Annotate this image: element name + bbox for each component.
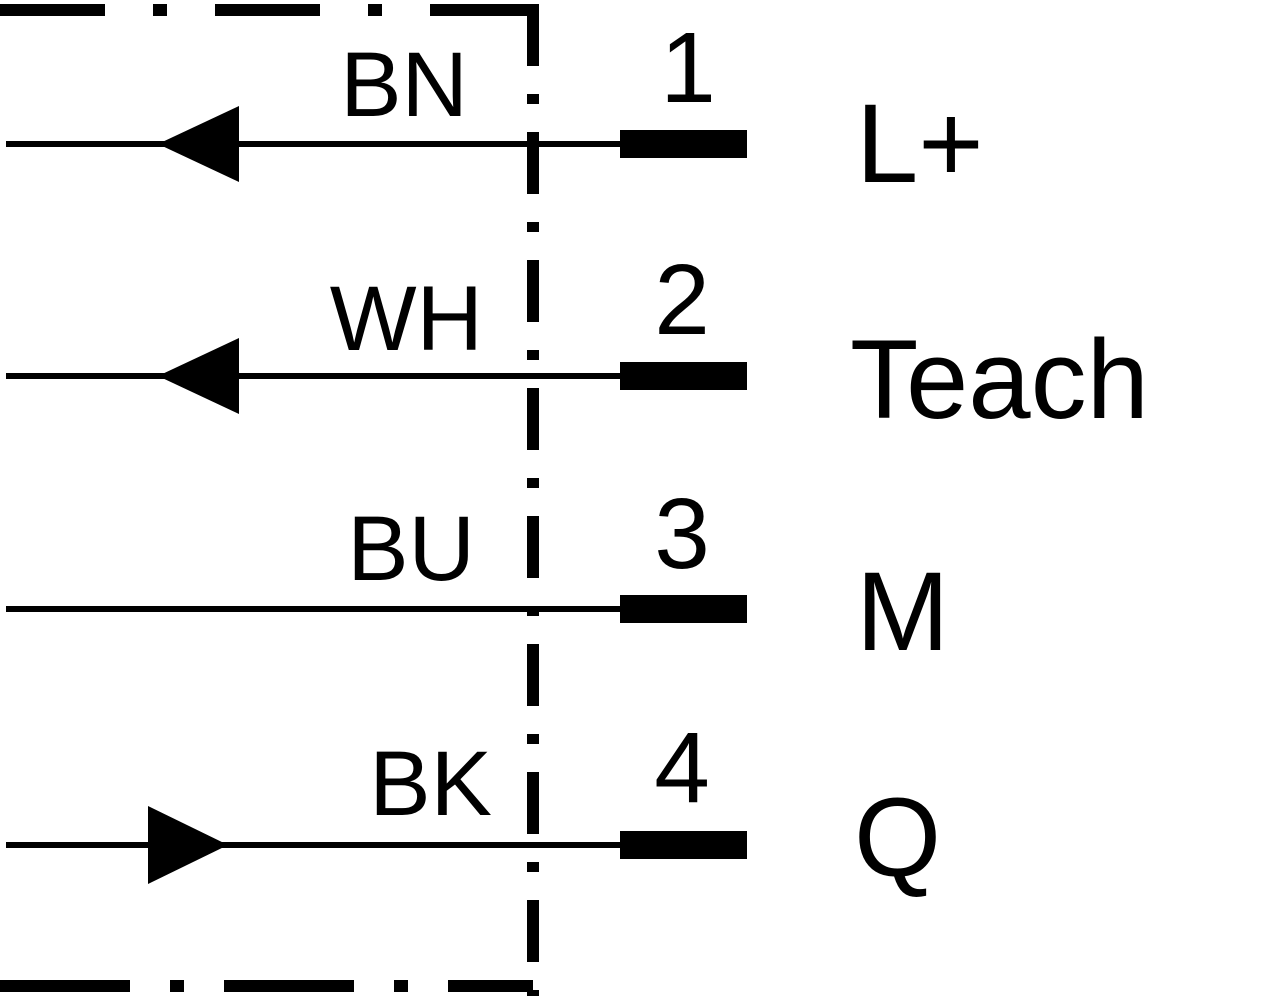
pin-1-wire-color: BN [340,34,468,136]
pin-3-signal: M [856,549,949,674]
pin-4: BK 4 Q [6,712,941,900]
housing-boundary [0,4,539,996]
pin-4-terminal [620,831,747,859]
pin-3-terminal [620,595,747,623]
pin-2-signal: Teach [850,317,1149,442]
pin-4-wire-color: BK [369,733,492,835]
pin-4-number: 4 [654,712,710,824]
pin-1-signal: L+ [856,81,984,206]
pin-4-arrow-right-icon [148,806,228,884]
pin-2-terminal [620,362,747,390]
pin-2-wire-color: WH [330,268,483,370]
pin-1-terminal [620,130,747,158]
pin-2-arrow-left-icon [158,338,239,414]
pin-1-arrow-left-icon [158,106,239,182]
pin-2: WH 2 Teach [6,244,1149,442]
pin-3-number: 3 [654,478,710,590]
pin-2-number: 2 [654,244,710,356]
pin-3-wire-color: BU [347,498,475,600]
pin-1: BN 1 L+ [6,12,984,206]
pin-4-signal: Q [854,775,941,900]
pin-3: BU 3 M [6,478,949,674]
pin-1-number: 1 [660,12,716,124]
